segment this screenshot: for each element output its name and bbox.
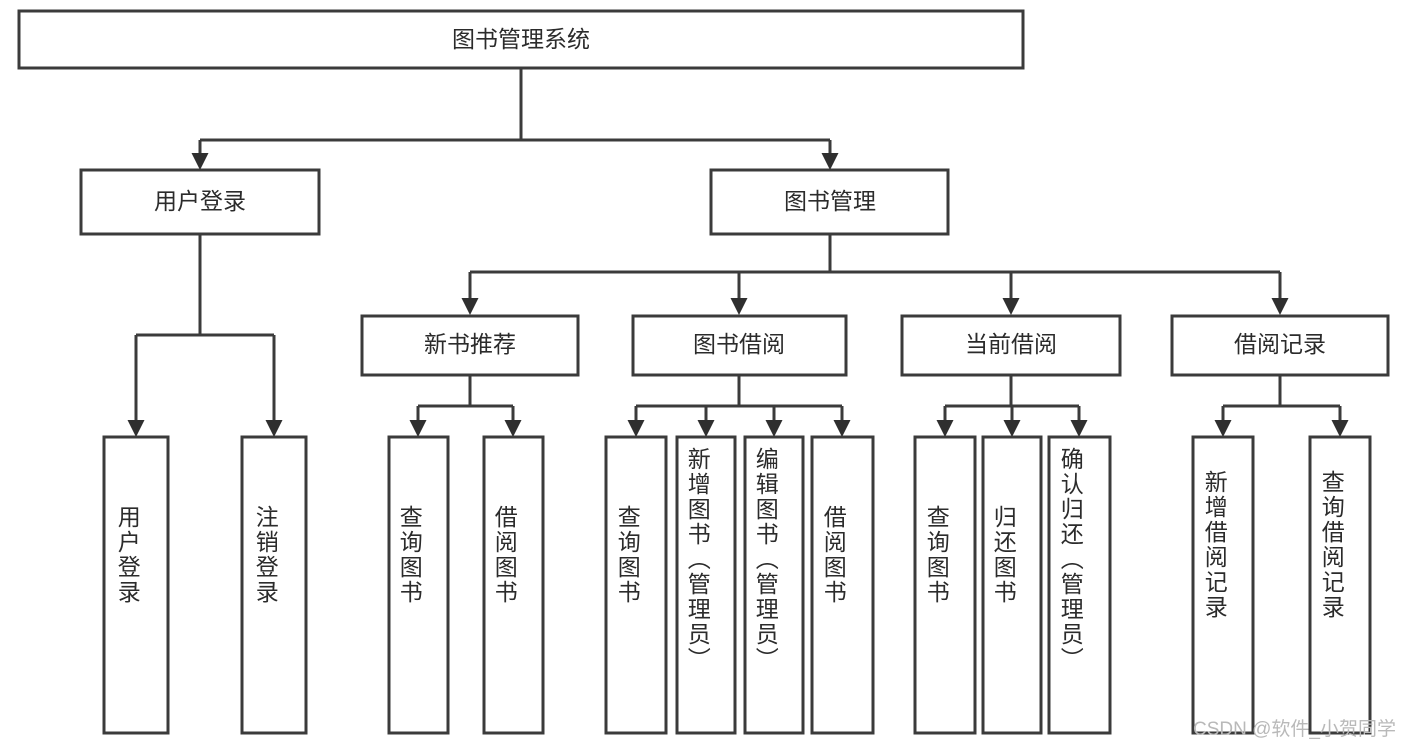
node-leaf-user-logout-box[interactable]: [240, 435, 308, 735]
node-leaf-edit-book-admin-box[interactable]: [743, 435, 805, 735]
connector-layer: [127, 68, 1349, 437]
node-leaf-return-book[interactable]: 归还图书: [981, 435, 1043, 735]
node-leaf-return-book-label: 归还图书: [990, 505, 1017, 605]
arrow-to-leaf-add-record: [1214, 420, 1232, 437]
node-leaf-query-borrow-record-label: 查询借阅记录: [1318, 470, 1345, 620]
node-book-borrow-label: 图书借阅: [693, 331, 785, 357]
node-leaf-query-borrow-record[interactable]: 查询借阅记录: [1308, 435, 1372, 735]
node-leaf-confirm-return-admin-box[interactable]: [1047, 435, 1112, 735]
node-leaf-borrow-book-1-label: 借阅图书: [491, 505, 518, 605]
node-leaf-add-book-admin-box[interactable]: [675, 435, 737, 735]
node-user-login-label: 用户登录: [154, 188, 246, 214]
node-leaf-add-book-admin[interactable]: 新增图书（管理员）: [675, 435, 737, 735]
node-leaf-query-book-3-box[interactable]: [913, 435, 977, 735]
node-leaf-query-book-1[interactable]: 查询图书: [387, 435, 450, 735]
node-leaf-add-book-admin-label: 新增图书（管理员）: [684, 447, 711, 672]
node-leaf-borrow-book-2-label: 借阅图书: [820, 505, 847, 605]
arrow-to-borrow-record: [1271, 298, 1289, 315]
node-root-label: 图书管理系统: [452, 26, 590, 52]
node-leaf-query-book-1-box[interactable]: [387, 435, 450, 735]
node-root[interactable]: 图书管理系统: [17, 9, 1025, 70]
node-leaf-query-book-3-label: 查询图书: [923, 505, 950, 605]
node-leaf-borrow-book-1[interactable]: 借阅图书: [482, 435, 545, 735]
node-book-borrow-box[interactable]: [631, 314, 848, 377]
arrow-to-book-borrow: [730, 298, 748, 315]
node-leaf-borrow-book-2-box[interactable]: [810, 435, 875, 735]
node-book-management[interactable]: 图书管理: [709, 168, 950, 236]
arrow-to-new-book-recommendation: [461, 298, 479, 315]
node-borrow-record-box[interactable]: [1170, 314, 1390, 377]
node-current-borrow-box[interactable]: [900, 314, 1122, 377]
node-new-book-recommendation[interactable]: 新书推荐: [360, 314, 580, 377]
node-leaf-user-logout[interactable]: 注销登录: [240, 435, 308, 735]
arrow-to-leaf-query-record: [1331, 420, 1349, 437]
node-leaf-query-book-3[interactable]: 查询图书: [913, 435, 977, 735]
node-root-box[interactable]: [17, 9, 1025, 70]
node-leaf-edit-book-admin-label: 编辑图书（管理员）: [752, 447, 779, 672]
node-book-borrow[interactable]: 图书借阅: [631, 314, 848, 377]
node-book-management-box[interactable]: [709, 168, 950, 236]
node-leaf-user-logout-label: 注销登录: [252, 505, 279, 605]
arrow-to-leaf-borrow-book-2: [833, 420, 851, 437]
arrow-to-leaf-confirm-return: [1070, 420, 1088, 437]
node-borrow-record-label: 借阅记录: [1234, 331, 1326, 357]
arrow-to-leaf-edit-book: [765, 420, 783, 437]
node-new-book-recommendation-box[interactable]: [360, 314, 580, 377]
node-leaf-query-book-1-label: 查询图书: [396, 505, 423, 605]
node-leaf-query-borrow-record-box[interactable]: [1308, 435, 1372, 735]
node-leaf-add-borrow-record-label: 新增借阅记录: [1201, 470, 1228, 620]
node-borrow-record[interactable]: 借阅记录: [1170, 314, 1390, 377]
node-book-management-label: 图书管理: [784, 188, 876, 214]
node-leaf-add-borrow-record[interactable]: 新增借阅记录: [1191, 435, 1255, 735]
arrow-to-leaf-query-book-2: [627, 420, 645, 437]
node-leaf-edit-book-admin[interactable]: 编辑图书（管理员）: [743, 435, 805, 735]
node-user-login[interactable]: 用户登录: [79, 168, 321, 236]
arrow-to-leaf-user-login: [127, 420, 145, 437]
node-leaf-return-book-box[interactable]: [981, 435, 1043, 735]
node-leaf-query-book-2-box[interactable]: [604, 435, 668, 735]
arrow-to-leaf-query-book-1: [409, 420, 427, 437]
node-leaf-query-book-2[interactable]: 查询图书: [604, 435, 668, 735]
node-current-borrow[interactable]: 当前借阅: [900, 314, 1122, 377]
node-leaf-borrow-book-2[interactable]: 借阅图书: [810, 435, 875, 735]
node-leaf-confirm-return-admin[interactable]: 确认归还（管理员）: [1047, 435, 1112, 735]
arrow-to-leaf-query-book-3: [936, 420, 954, 437]
arrow-to-leaf-user-logout: [265, 420, 283, 437]
node-user-login-box[interactable]: [79, 168, 321, 236]
arrow-to-user-login: [191, 153, 209, 170]
node-leaf-query-book-2-label: 查询图书: [614, 505, 641, 605]
arrow-to-current-borrow: [1002, 298, 1020, 315]
node-leaf-confirm-return-admin-label: 确认归还（管理员）: [1057, 447, 1084, 672]
node-leaf-user-login-box[interactable]: [102, 435, 170, 735]
arrow-to-leaf-add-book: [697, 420, 715, 437]
node-leaf-add-borrow-record-box[interactable]: [1191, 435, 1255, 735]
node-leaf-borrow-book-1-box[interactable]: [482, 435, 545, 735]
node-new-book-recommendation-label: 新书推荐: [424, 331, 516, 357]
watermark-label: CSDN @软件_小贺同学: [1193, 718, 1396, 740]
arrow-to-leaf-return-book: [1003, 420, 1021, 437]
arrow-to-leaf-borrow-book-1: [504, 420, 522, 437]
arrow-to-book-management: [821, 153, 839, 170]
node-leaf-user-login-label: 用户登录: [114, 505, 141, 605]
node-current-borrow-label: 当前借阅: [965, 331, 1057, 357]
node-leaf-user-login[interactable]: 用户登录: [102, 435, 170, 735]
